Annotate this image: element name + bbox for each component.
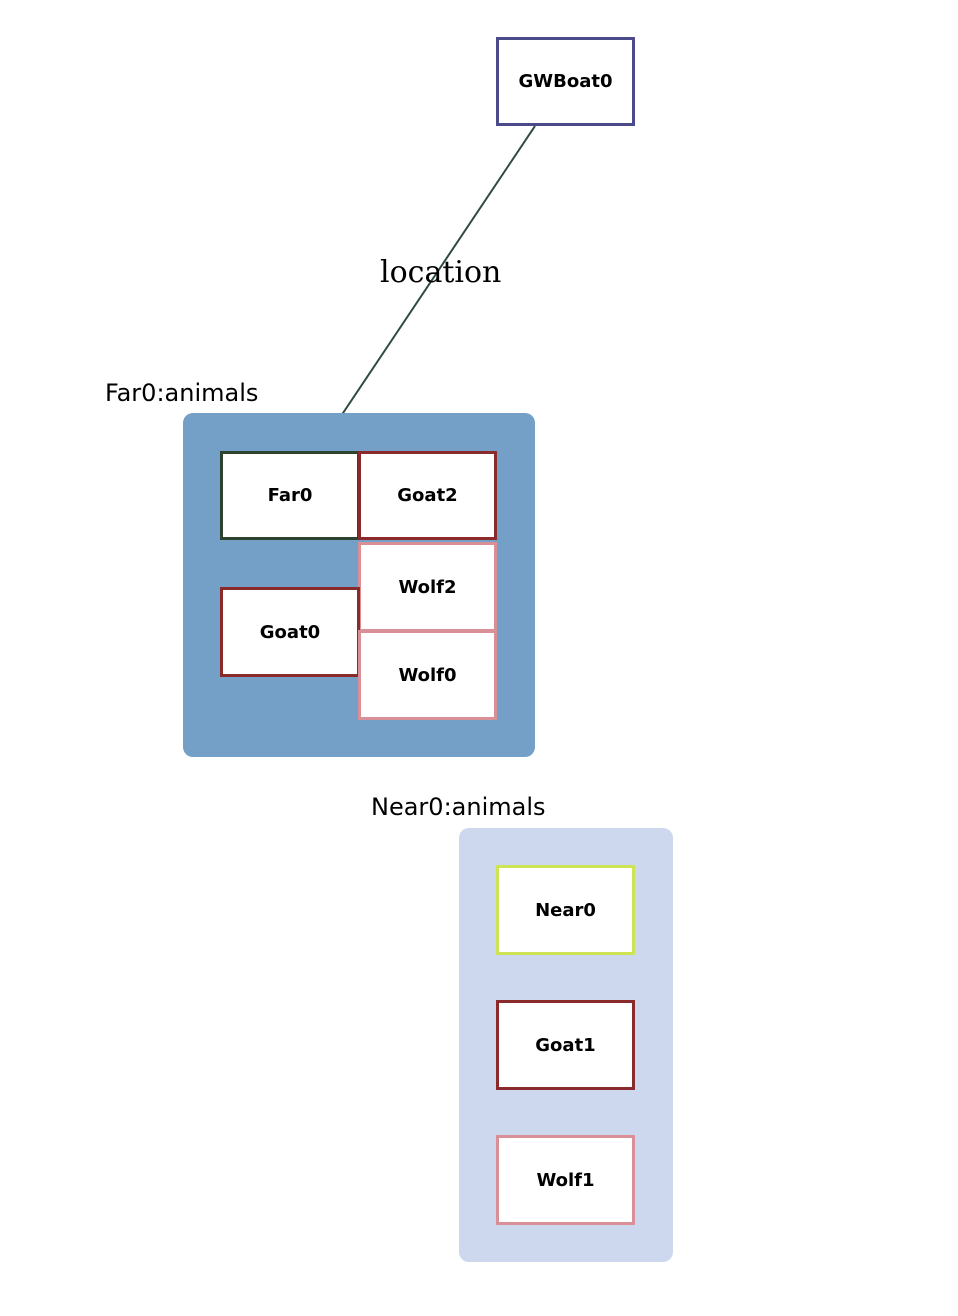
node-wolf1[interactable]: Wolf1	[496, 1135, 635, 1225]
node-wolf2[interactable]: Wolf2	[358, 542, 497, 632]
node-goat1[interactable]: Goat1	[496, 1000, 635, 1090]
group-label-near: Near0:animals	[371, 793, 546, 821]
edge-label-location: location	[380, 255, 502, 290]
group-label-far: Far0:animals	[105, 379, 259, 407]
node-goat2[interactable]: Goat2	[358, 451, 497, 540]
node-far0[interactable]: Far0	[220, 451, 360, 540]
node-wolf0[interactable]: Wolf0	[358, 630, 497, 720]
node-gwboat0[interactable]: GWBoat0	[496, 37, 635, 126]
node-near0[interactable]: Near0	[496, 865, 635, 955]
node-goat0[interactable]: Goat0	[220, 587, 360, 677]
